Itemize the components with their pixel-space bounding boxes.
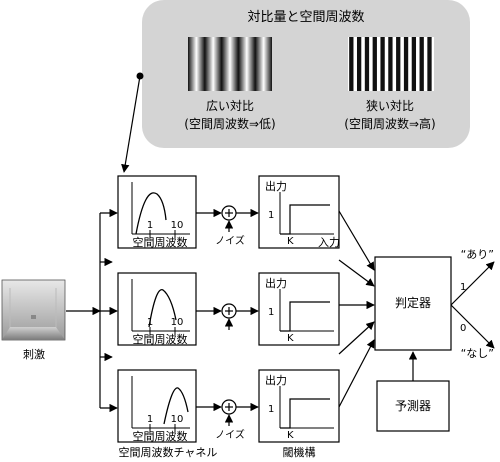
channel-axis-label: 空間周波数 bbox=[133, 235, 188, 249]
judge: 判定器 1 0 “あり” “なし” bbox=[374, 248, 495, 360]
threshold-output-label: 出力 bbox=[265, 276, 287, 290]
threshold-k-label: K bbox=[287, 430, 294, 441]
noise-label-3: ノイズ bbox=[215, 428, 245, 441]
wide-contrast-label: 広い対比 bbox=[206, 99, 254, 113]
threshold-output-label: 出力 bbox=[265, 373, 287, 387]
result-no: “なし” bbox=[461, 347, 494, 360]
step-function bbox=[280, 204, 330, 235]
stimulus-label: 刺激 bbox=[23, 347, 45, 361]
tick-1-label: 1 bbox=[147, 414, 153, 425]
narrow-contrast-sub: (空間周波数⇒高) bbox=[344, 116, 435, 131]
panel-pointer bbox=[121, 72, 144, 173]
predictor-label: 予測器 bbox=[395, 399, 431, 413]
fan-out-lines bbox=[66, 208, 118, 413]
tick-10-label: 10 bbox=[171, 317, 184, 328]
tick-10-label: 10 bbox=[171, 220, 184, 231]
threshold-2: 出力 1 K bbox=[258, 272, 340, 346]
noise-label-1: ノイズ bbox=[215, 234, 245, 247]
narrow-grating-bar bbox=[380, 37, 385, 91]
narrow-grating-bar bbox=[349, 37, 354, 91]
judge-label: 判定器 bbox=[395, 295, 431, 310]
threshold-one-label: 1 bbox=[268, 307, 274, 318]
sensitivity-curve bbox=[148, 289, 177, 328]
narrow-grating-bar bbox=[396, 37, 401, 91]
tick-1-label: 1 bbox=[147, 220, 153, 231]
threshold-box bbox=[258, 175, 340, 249]
judge-out-1: 1 bbox=[460, 282, 466, 293]
judge-output-no bbox=[450, 304, 495, 349]
channel-2: 1 10 空間周波数 bbox=[117, 272, 197, 346]
predictor-box bbox=[376, 380, 450, 432]
narrow-grating-bars bbox=[349, 37, 432, 91]
wide-grating bbox=[188, 37, 272, 91]
info-panel-title: 対比量と空間周波数 bbox=[247, 10, 364, 25]
channel-box bbox=[117, 272, 197, 346]
threshold-one-label: 1 bbox=[268, 404, 274, 415]
stimulus-object bbox=[31, 315, 36, 319]
judge-out-0: 0 bbox=[460, 323, 466, 334]
threshold-group-label: 閾機構 bbox=[283, 445, 316, 459]
narrow-grating-bar bbox=[427, 37, 432, 91]
narrow-grating-bar bbox=[388, 37, 393, 91]
judge-inputs bbox=[338, 210, 375, 408]
t3-to-judge bbox=[338, 339, 375, 408]
threshold-k-label: K bbox=[287, 333, 294, 344]
channel-axis-label: 空間周波数 bbox=[133, 429, 188, 443]
stimulus: 刺激 bbox=[1, 279, 66, 361]
narrow-grating-bar bbox=[403, 37, 409, 91]
threshold-box bbox=[258, 272, 340, 346]
channel-box bbox=[117, 369, 197, 443]
tick-1-label: 1 bbox=[147, 317, 153, 328]
channel-1: 1 10 空間周波数 bbox=[117, 175, 197, 249]
threshold-input-label: 入力 bbox=[318, 236, 340, 249]
sensitivity-curve bbox=[163, 387, 189, 425]
channel-3: 1 10 空間周波数 bbox=[117, 369, 197, 443]
extra-to-judge-2 bbox=[338, 321, 375, 355]
channel-group-label: 空間周波数チャネル bbox=[119, 445, 218, 459]
threshold-one-label: 1 bbox=[268, 210, 274, 221]
narrow-contrast-label: 狭い対比 bbox=[366, 99, 414, 113]
sensitivity-curve bbox=[135, 192, 167, 235]
judge-box bbox=[374, 256, 452, 351]
narrow-grating-bar bbox=[364, 37, 370, 91]
t1-to-judge bbox=[338, 210, 375, 271]
narrow-grating-bar bbox=[419, 37, 424, 91]
threshold-output-label: 出力 bbox=[265, 179, 287, 193]
narrow-grating-bar bbox=[372, 37, 377, 91]
narrow-grating-bar bbox=[356, 37, 362, 91]
predictor: 予測器 bbox=[376, 351, 450, 432]
judge-output-yes bbox=[450, 261, 495, 306]
pointer-line bbox=[121, 75, 141, 173]
wide-contrast-sub: (空間周波数⇒低) bbox=[184, 116, 275, 131]
threshold-1: 出力 1 K 入力 bbox=[258, 175, 340, 249]
step-function bbox=[280, 301, 330, 332]
tick-10-label: 10 bbox=[171, 414, 184, 425]
noise-nodes: ノイズ ノイズ bbox=[196, 205, 259, 441]
step-function bbox=[280, 398, 330, 429]
result-yes: “あり” bbox=[461, 248, 494, 261]
extra-to-judge-1 bbox=[338, 259, 375, 287]
channel-axis-label: 空間周波数 bbox=[133, 332, 188, 346]
channel-box bbox=[117, 175, 197, 249]
stimulus-floor bbox=[2, 327, 65, 340]
info-panel: 対比量と空間周波数 広い対比 (空間周波数⇒低) 狭い対比 (空間周波数⇒高) bbox=[142, 0, 470, 148]
threshold-3: 出力 1 K bbox=[258, 369, 340, 443]
threshold-k-label: K bbox=[287, 236, 294, 247]
narrow-grating-bar bbox=[411, 37, 417, 91]
